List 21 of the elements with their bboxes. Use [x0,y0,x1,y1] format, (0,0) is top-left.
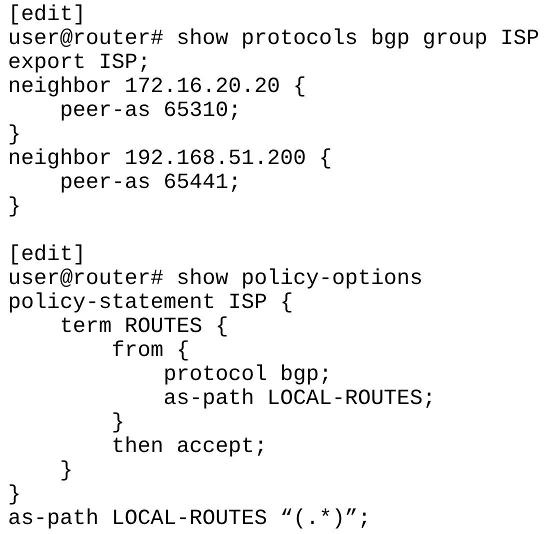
code-line: export ISP; [8,51,151,75]
code-line: term ROUTES { [60,315,228,339]
code-line: from { [112,339,190,363]
code-line: } [8,123,21,147]
code-line: } [8,483,21,507]
code-line: as-path LOCAL-ROUTES; [164,387,436,411]
code-line: peer-as 65310; [60,99,242,123]
code-line: user@router# show policy-options [8,267,423,291]
code-line: policy-statement ISP { [8,291,294,315]
code-line: } [112,411,125,435]
code-line: peer-as 65441; [60,171,242,195]
code-line: } [8,195,21,219]
code-line: user@router# show protocols bgp group ISP [8,27,540,51]
code-line: then accept; [112,435,268,459]
code-line: neighbor 192.168.51.200 { [8,147,332,171]
code-line: neighbor 172.16.20.20 { [8,75,306,99]
code-line: protocol bgp; [164,363,332,387]
code-line: } [60,459,73,483]
code-line: [edit] [8,3,86,27]
code-line: [edit] [8,243,86,267]
code-line: as-path LOCAL-ROUTES “(.*)”; [8,507,371,531]
